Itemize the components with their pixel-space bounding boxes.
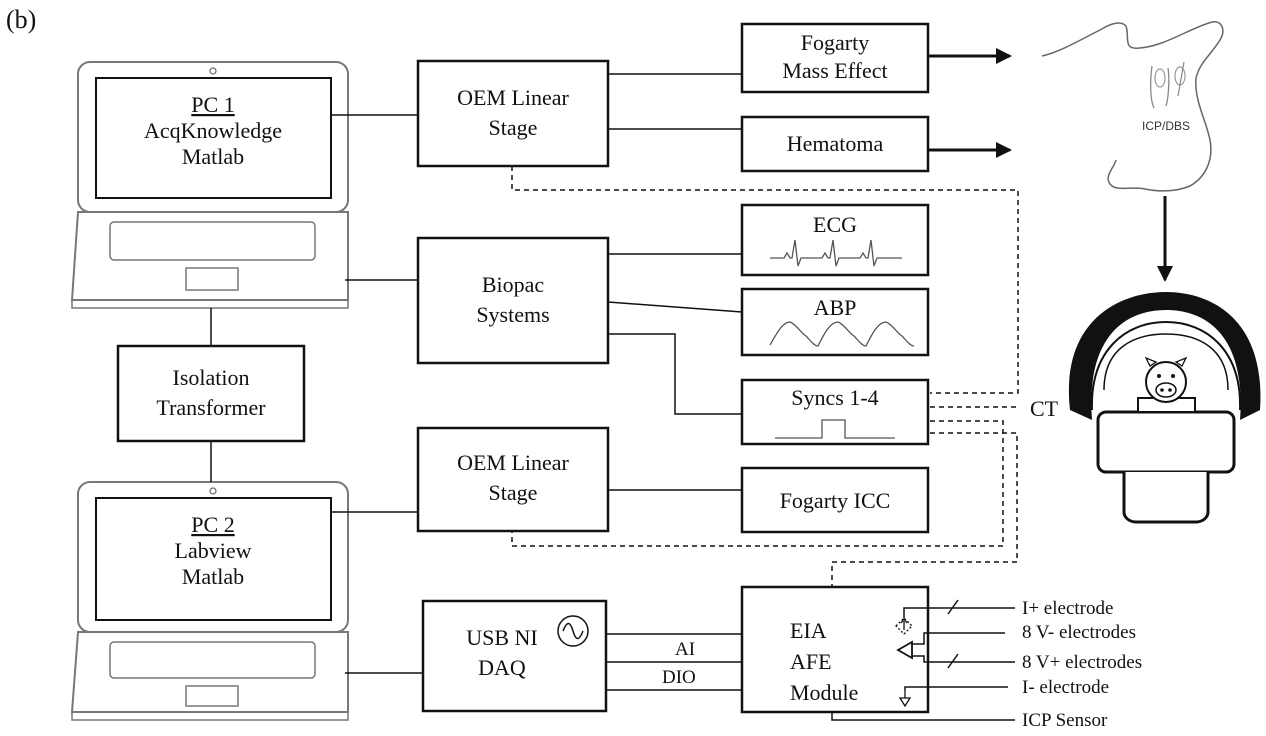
pc1-line1: AcqKnowledge: [144, 118, 282, 143]
eia-line2: AFE: [790, 649, 832, 674]
biopac-line2: Systems: [476, 302, 549, 327]
abp-trace: [769, 321, 915, 347]
ecg-label: ECG: [813, 212, 857, 237]
fogarty-mass-effect-box: [740, 22, 930, 94]
eia-line3: Module: [790, 680, 858, 705]
biopac-systems-box: [416, 236, 610, 365]
abp-label: ABP: [814, 295, 857, 320]
icp-sensor-label: ICP Sensor: [1022, 710, 1108, 731]
signal-ai-label: AI: [675, 639, 695, 660]
isolation-transformer-box: [116, 344, 306, 443]
oem-top-line1: OEM Linear: [457, 85, 569, 110]
hematoma-box: [740, 115, 930, 173]
pc1-line2: Matlab: [182, 144, 244, 169]
signal-dio-label: DIO: [662, 667, 696, 688]
ecg-box: [740, 203, 930, 277]
pig-head-icon: [1041, 21, 1224, 192]
fogarty-mass-line1: Fogarty: [801, 30, 869, 55]
laptop-pc2: [70, 481, 349, 721]
biopac-line1: Biopac: [482, 272, 545, 297]
electrode-i-plus-label: I+ electrode: [1022, 598, 1113, 619]
oem-bottom-line1: OEM Linear: [457, 450, 569, 475]
current-source-icon: [895, 617, 913, 635]
hematoma-label: Hematoma: [787, 131, 884, 156]
ecg-trace: [770, 239, 902, 267]
electrode-v-minus-label: 8 V- electrodes: [1022, 622, 1136, 643]
sine-source-icon: [557, 615, 589, 647]
isolation-line1: Isolation: [173, 365, 250, 390]
oem-linear-stage-top-box: [416, 59, 610, 168]
pc2-line2: Matlab: [182, 564, 244, 589]
ground-icon: [898, 690, 912, 708]
oem-bottom-line2: Stage: [489, 480, 538, 505]
amplifier-icon: [896, 640, 913, 660]
ct-label: CT: [1030, 396, 1059, 421]
fogarty-icc-label: Fogarty ICC: [780, 488, 891, 513]
usb-daq-line2: DAQ: [478, 655, 526, 680]
syncs-box: [740, 378, 930, 446]
electrode-i-minus-label: I- electrode: [1022, 677, 1109, 698]
icp-dbs-label: ICP/DBS: [1142, 119, 1190, 133]
syncs-label: Syncs 1-4: [791, 385, 878, 410]
eia-line1: EIA: [790, 618, 827, 643]
sync-pulse-trace: [775, 419, 895, 439]
panel-label: (b): [6, 5, 36, 34]
laptop-pc1: [70, 61, 349, 309]
usb-daq-line1: USB NI: [466, 625, 538, 650]
pc1-title: PC 1: [191, 92, 234, 117]
fogarty-icc-box: [740, 466, 930, 534]
pc2-line1: Labview: [175, 538, 252, 563]
usb-ni-daq-box: [421, 599, 608, 713]
oem-top-line2: Stage: [489, 115, 538, 140]
isolation-line2: Transformer: [156, 395, 266, 420]
fogarty-mass-line2: Mass Effect: [782, 58, 887, 83]
oem-linear-stage-bottom-box: [416, 426, 610, 533]
ct-scanner-icon: [1068, 292, 1261, 524]
pc2-title: PC 2: [191, 512, 234, 537]
electrode-v-plus-label: 8 V+ electrodes: [1022, 652, 1142, 673]
eia-afe-module-box: [740, 585, 930, 714]
